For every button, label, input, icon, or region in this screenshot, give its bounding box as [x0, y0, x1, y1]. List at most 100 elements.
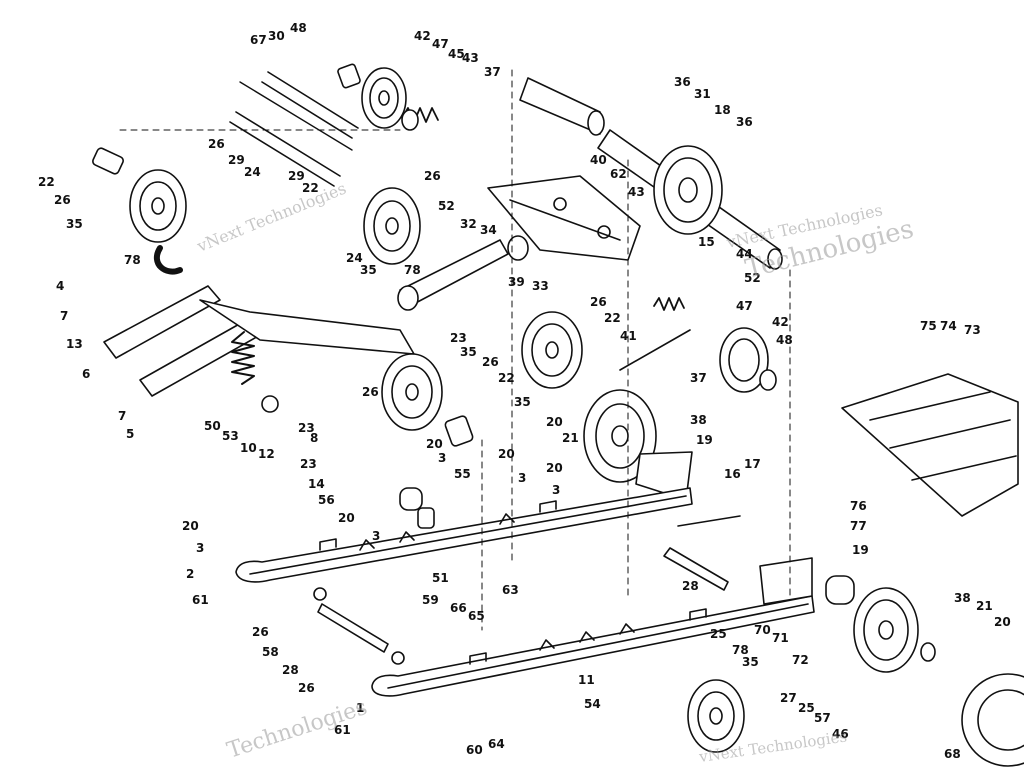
spring-45: [401, 107, 439, 131]
callout-33: 33: [532, 279, 549, 293]
callout-35: 35: [66, 217, 83, 231]
callout-26-7: 26: [252, 625, 269, 639]
callout-59: 59: [422, 593, 439, 607]
callout-14: 14: [308, 477, 325, 491]
callout-3-4: 3: [552, 483, 560, 497]
callout-labels: 1233333456778101112131415161718191920202…: [38, 21, 1011, 761]
callout-4: 4: [56, 279, 64, 293]
callout-25-2: 25: [798, 701, 815, 715]
callout-26-2: 26: [208, 137, 225, 151]
callout-54: 54: [584, 697, 601, 711]
callout-24: 24: [244, 165, 261, 179]
callout-26: 26: [54, 193, 71, 207]
callout-61: 61: [192, 593, 209, 607]
callout-60: 60: [466, 743, 483, 757]
callout-58: 58: [262, 645, 279, 659]
callout-31: 31: [694, 87, 711, 101]
callout-36-2: 36: [736, 115, 753, 129]
callout-38-2: 38: [954, 591, 971, 605]
callout-26-8: 26: [298, 681, 315, 695]
callout-68: 68: [944, 747, 961, 761]
callout-3: 3: [196, 541, 204, 555]
callout-29-2: 29: [288, 169, 305, 183]
callout-52-2: 52: [744, 271, 761, 285]
callout-8: 8: [310, 431, 318, 445]
rear-arm-bracket: [487, 175, 641, 261]
callout-78-2: 78: [404, 263, 421, 277]
front-arm-assembly: [103, 245, 415, 413]
callout-7-2: 7: [118, 409, 126, 423]
callout-73: 73: [964, 323, 981, 337]
callout-20-7: 20: [994, 615, 1011, 629]
callout-12: 12: [258, 447, 275, 461]
callout-17: 17: [744, 457, 761, 471]
callout-41: 41: [620, 329, 637, 343]
callout-76: 76: [850, 499, 867, 513]
track-section: [841, 373, 1019, 517]
rear-wheel-38: [825, 575, 936, 673]
callout-67: 67: [250, 33, 267, 47]
callout-18: 18: [714, 103, 731, 117]
callout-26-4: 26: [362, 385, 379, 399]
callout-46: 46: [832, 727, 849, 741]
idler-wheel-42-right: [719, 327, 777, 393]
callout-3-3: 3: [518, 471, 526, 485]
callout-37: 37: [484, 65, 501, 79]
callout-23-3: 23: [298, 421, 315, 435]
callout-61-2: 61: [334, 723, 351, 737]
callout-28-2: 28: [282, 663, 299, 677]
callout-47-2: 47: [736, 299, 753, 313]
callout-7: 7: [60, 309, 68, 323]
callout-21-2: 21: [976, 599, 993, 613]
callout-39: 39: [508, 275, 525, 289]
spacers: [399, 415, 474, 529]
slide-rail-right: [371, 557, 815, 697]
callout-35-3: 35: [460, 345, 477, 359]
callout-37-2: 37: [690, 371, 707, 385]
callout-71: 71: [772, 631, 789, 645]
callout-29: 29: [228, 153, 245, 167]
callout-57: 57: [814, 711, 831, 725]
shock-absorber: [397, 235, 529, 311]
callout-11: 11: [578, 673, 595, 687]
callout-64: 64: [488, 737, 505, 751]
callout-10: 10: [240, 441, 257, 455]
idler-wheel-18: [653, 145, 723, 235]
callout-28: 28: [682, 579, 699, 593]
callout-26-5: 26: [482, 355, 499, 369]
watermark-1: vNext Technologies: [193, 179, 348, 257]
assembly-lines: [119, 69, 791, 631]
callout-74: 74: [940, 319, 957, 333]
callout-63: 63: [502, 583, 519, 597]
callout-35-5: 35: [742, 655, 759, 669]
callout-35-2: 35: [360, 263, 377, 277]
callout-22-4: 22: [498, 371, 515, 385]
callout-13: 13: [66, 337, 83, 351]
callout-78: 78: [124, 253, 141, 267]
diagram-artwork: [92, 63, 1024, 767]
callout-24-2: 24: [346, 251, 363, 265]
callout-22-3: 22: [604, 311, 621, 325]
callout-19-2: 19: [852, 543, 869, 557]
callout-36: 36: [674, 75, 691, 89]
callout-22-2: 22: [302, 181, 319, 195]
idler-wheel-42-top: [337, 63, 407, 129]
sprocket-68: [961, 673, 1024, 767]
callout-48: 48: [290, 21, 307, 35]
callout-6: 6: [82, 367, 90, 381]
callout-44: 44: [736, 247, 753, 261]
callout-27: 27: [780, 691, 797, 705]
callout-22: 22: [38, 175, 55, 189]
callout-5: 5: [126, 427, 134, 441]
callout-43-2: 43: [628, 185, 645, 199]
callout-72: 72: [792, 653, 809, 667]
upper-shafts: [229, 71, 359, 187]
callout-26-3: 26: [424, 169, 441, 183]
idler-wheel-35-left: [92, 147, 187, 243]
callout-48-2: 48: [776, 333, 793, 347]
center-wheels: [381, 311, 693, 501]
callout-66: 66: [450, 601, 467, 615]
callout-20: 20: [182, 519, 199, 533]
callout-15: 15: [698, 235, 715, 249]
